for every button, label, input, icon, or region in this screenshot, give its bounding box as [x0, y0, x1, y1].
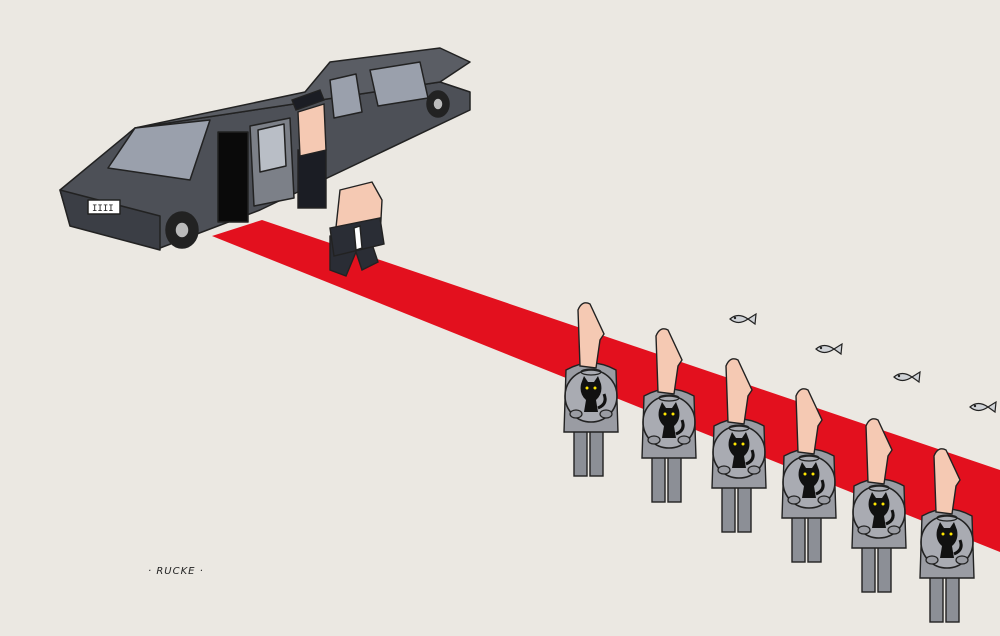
fish-icon: [969, 401, 997, 413]
fish-icon: [815, 343, 843, 355]
artist-signature: · RUCKE ·: [148, 566, 204, 577]
license-plate: IIII: [92, 204, 114, 214]
limousine-icon: [59, 47, 471, 251]
fish-icon: [729, 313, 757, 325]
fish-icon: [893, 371, 921, 383]
chauffeur-icon: [291, 89, 327, 209]
businessman-icon: [329, 181, 385, 277]
